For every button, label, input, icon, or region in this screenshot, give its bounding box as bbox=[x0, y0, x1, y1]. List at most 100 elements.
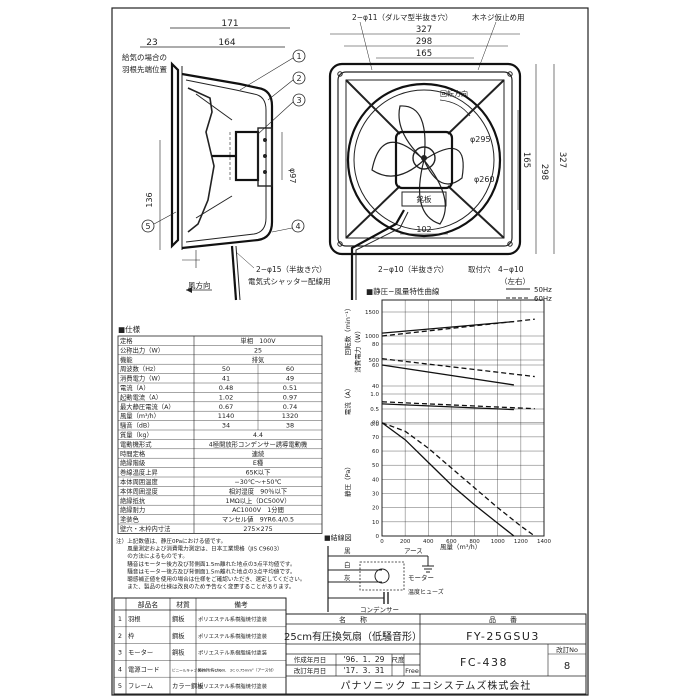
flange-hole-note: 2−φ15（半抜き穴） bbox=[256, 264, 327, 274]
spec-note: 聴感補正値を使用の場合は仕様をご確認いただき、選定してください。 bbox=[116, 575, 305, 583]
spec-key: 巻線温度上昇 bbox=[120, 468, 158, 477]
spec-key: 電動機形式 bbox=[120, 439, 152, 448]
date-label: 作成年月日 bbox=[294, 655, 327, 664]
title-block: 名 称 品 番 25cm有圧換気扇（低騒音形） FY-25GSU3 作成年月日 … bbox=[284, 613, 587, 695]
svg-text:2: 2 bbox=[296, 74, 301, 83]
spec-value-50hz: 50 bbox=[222, 365, 230, 373]
y-tick-static: 30 bbox=[372, 492, 379, 498]
series-power-60hz bbox=[381, 358, 535, 378]
spec-key: 壁穴・木枠内寸法 bbox=[120, 524, 170, 533]
parts-header: 備考 bbox=[234, 600, 248, 609]
spec-key: 起動電流（A） bbox=[120, 392, 162, 401]
part-number: 3 bbox=[118, 649, 122, 657]
part-note: ポリエステル系樹脂焼付塗装 bbox=[198, 649, 268, 657]
part-name: 電源コード bbox=[128, 664, 159, 673]
right-dim-327: 327 bbox=[557, 152, 567, 168]
spec-key: 定格 bbox=[120, 336, 133, 345]
part-name: 羽根 bbox=[128, 614, 141, 623]
part-name: 枠 bbox=[128, 631, 135, 640]
x-tick-label: 1400 bbox=[537, 539, 551, 545]
spec-key: 公称出力（W） bbox=[120, 345, 164, 354]
spec-value: 相対湿度 90％以下 bbox=[229, 486, 287, 495]
dim-327: 327 bbox=[416, 25, 432, 35]
part-note: ポリエステル系樹脂焼付塗装 bbox=[198, 632, 268, 640]
series-speed-50hz bbox=[381, 320, 514, 334]
spec-value-60hz: 1320 bbox=[282, 412, 299, 420]
front-frame-outer bbox=[328, 62, 522, 256]
series-power-50hz bbox=[381, 364, 515, 386]
series-static-60hz bbox=[381, 422, 536, 537]
spec-title: ■仕様 bbox=[118, 324, 141, 334]
company-name: パナソニック エコシステムズ株式会社 bbox=[341, 679, 532, 692]
spec-value-60hz: 49 bbox=[286, 375, 294, 383]
part-material: 鋼板 bbox=[172, 631, 185, 640]
y-tick-speed: 1000 bbox=[365, 334, 379, 340]
spec-value: 連続 bbox=[252, 449, 265, 458]
svg-text:1: 1 bbox=[296, 52, 301, 61]
dim-164: 164 bbox=[218, 38, 235, 48]
right-dim-298: 298 bbox=[539, 164, 549, 180]
spec-value: 4極開放形コンデンサー誘導電動機 bbox=[209, 439, 308, 448]
spec-value: 単相 100V bbox=[240, 336, 276, 345]
wire-white: 白 bbox=[344, 560, 351, 569]
spec-value: 排気 bbox=[252, 355, 265, 364]
series-current-50hz bbox=[381, 403, 514, 411]
spec-key: 周波数（Hz） bbox=[120, 364, 160, 373]
shutter-wire-note: 電気式シャッター配線用 bbox=[248, 276, 331, 286]
mount-hole-sub: （左右） bbox=[500, 276, 530, 286]
x-tick-label: 1200 bbox=[514, 539, 528, 545]
wire-earth: アース bbox=[404, 547, 423, 555]
wind-direction: 風方向 bbox=[188, 280, 211, 290]
x-tick-label: 400 bbox=[423, 539, 434, 545]
mount-hole-note: 取付穴 4−φ10 bbox=[468, 264, 524, 274]
part-name: フレーム bbox=[128, 682, 153, 690]
spec-key: 塗装色 bbox=[120, 515, 140, 524]
spec-key: 機能 bbox=[120, 355, 133, 364]
side-frame bbox=[181, 72, 274, 250]
spec-value: 65K以下 bbox=[246, 469, 271, 477]
y-tick-current: 0.0 bbox=[370, 422, 379, 428]
spec-value: E種 bbox=[253, 459, 264, 467]
y-tick-power: 40 bbox=[372, 384, 379, 390]
spec-key: 絶縁耐力 bbox=[120, 505, 145, 514]
y-tick-static: 80 bbox=[372, 421, 379, 427]
spec-value: 25 bbox=[254, 347, 262, 354]
part-name: モーター bbox=[128, 648, 153, 657]
spec-key: 本体周囲温度 bbox=[120, 477, 158, 486]
svg-text:4: 4 bbox=[295, 222, 300, 231]
svg-text:3: 3 bbox=[296, 96, 301, 105]
part-material: ビニールキャブタイヤケーブル bbox=[172, 667, 222, 672]
part-material: 鋼板 bbox=[172, 648, 185, 657]
part-number: 2 bbox=[118, 632, 122, 640]
revision-label: 改訂年月日 bbox=[294, 666, 327, 675]
date-revised: '17．3．31 bbox=[344, 666, 385, 675]
dia-260: φ260 bbox=[474, 175, 495, 184]
spec-note: 騒音はモーター後方及び背側面1.5m離れた地点の3点平均値です。 bbox=[116, 567, 296, 575]
spec-value-50hz: 0.67 bbox=[219, 403, 233, 411]
number-label: 品 番 bbox=[489, 616, 517, 624]
callout-3: 3 bbox=[257, 93, 306, 135]
spec-value-50hz: 41 bbox=[222, 375, 230, 383]
spec-key: 最大静圧電流（A） bbox=[120, 402, 175, 411]
edition-number: 8 bbox=[564, 661, 570, 672]
spec-value: マンセル値 9YR6.4/0.5 bbox=[222, 515, 294, 524]
dim-298: 298 bbox=[416, 37, 432, 47]
legend-50hz: 50Hz bbox=[534, 286, 552, 294]
y-tick-static: 50 bbox=[372, 463, 379, 469]
spec-value: 275×275 bbox=[243, 526, 272, 533]
x-tick-label: 0 bbox=[380, 539, 384, 545]
drawing-number: FC-438 bbox=[460, 656, 508, 669]
wire-motor: モーター bbox=[408, 573, 434, 582]
name-plate: 銘板 bbox=[417, 194, 432, 204]
y-label-power: 消費電力（W） bbox=[353, 327, 362, 372]
spec-key: 本体周囲湿度 bbox=[120, 486, 158, 495]
x-axis-label: 風量（m³/h） bbox=[440, 543, 481, 551]
y-tick-static: 20 bbox=[372, 506, 379, 512]
chart-curves bbox=[381, 318, 536, 537]
y-tick-static: 60 bbox=[372, 449, 379, 455]
dim-phi97: φ97 bbox=[288, 168, 297, 183]
svg-text:5: 5 bbox=[145, 222, 150, 231]
